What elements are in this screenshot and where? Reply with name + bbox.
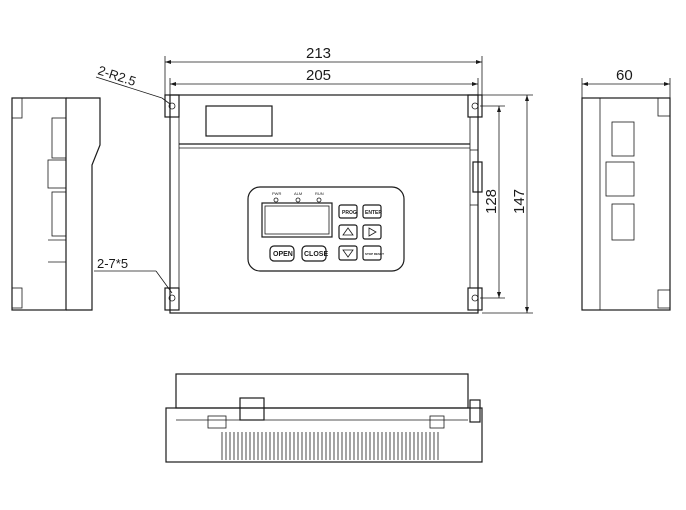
prog-button-label: PROG [342, 210, 357, 216]
right-side-corner-top [657, 97, 671, 117]
arrow-60-left [582, 82, 588, 86]
bottom-clip-left [207, 415, 227, 429]
up-arrow-icon [342, 227, 354, 236]
dim-147-label: 147 [511, 189, 528, 214]
bottom-clip-right [429, 415, 445, 429]
mount-hole-leader-tip [155, 270, 173, 294]
left-side-view [11, 97, 101, 311]
led-alm [295, 197, 301, 203]
keypad-panel: PWR ALM RUN PROG ENTER STOP RESET OPEN C… [247, 186, 405, 272]
dim-60-label: 60 [616, 67, 633, 84]
dim-205-label: 205 [306, 67, 331, 84]
radius-label: 2-R2.5 [96, 63, 138, 89]
bottom-view [165, 373, 483, 463]
front-view: PWR ALM RUN PROG ENTER STOP RESET OPEN C… [94, 45, 533, 314]
arrow-205-right [472, 82, 478, 86]
led-label-alm: ALM [294, 191, 302, 196]
right-arrow-icon [368, 227, 377, 237]
front-enclosure-outline [169, 94, 479, 314]
led-run [316, 197, 322, 203]
right-side-view: 60 [581, 67, 671, 311]
arrow-128-top [497, 106, 501, 112]
arrow-213-right [476, 60, 482, 64]
radius-leader [95, 76, 163, 99]
left-side-slot-2 [47, 159, 67, 189]
left-side-slot-1 [51, 117, 67, 159]
right-side-body [581, 97, 671, 311]
open-button[interactable] [269, 245, 295, 262]
close-button[interactable] [301, 245, 327, 262]
stop-reset-button[interactable] [362, 245, 382, 261]
mount-ear-top-right [467, 94, 483, 118]
left-side-slot-3 [51, 191, 67, 237]
bottom-main-shell [165, 407, 483, 463]
led-label-pwr: PWR [272, 191, 281, 196]
mount-hole-top-left [168, 102, 176, 110]
stop-reset-button-label: STOP RESET [365, 252, 384, 256]
lcd-inner [264, 205, 330, 235]
right-side-corner-bottom [657, 289, 671, 309]
keypad-outline [247, 186, 405, 272]
bottom-connector [239, 397, 265, 421]
heatsink-fins [221, 432, 439, 460]
prog-button[interactable] [338, 204, 358, 219]
right-side-connector-1 [611, 121, 635, 157]
mount-ear-bottom-right [467, 287, 483, 311]
label-window [205, 105, 273, 137]
lcd-display [261, 202, 333, 238]
right-side-connector-2 [605, 161, 635, 197]
left-side-profile [66, 97, 101, 311]
enter-button[interactable] [362, 204, 382, 219]
dim-128-label: 128 [483, 189, 500, 214]
left-side-corner-bottom [11, 287, 23, 309]
arrow-205-left [170, 82, 176, 86]
close-button-label: CLOSE [304, 251, 328, 258]
arrow-213-left [165, 60, 171, 64]
mount-ear-top-left [164, 94, 180, 118]
arrow-147-top [525, 95, 529, 101]
down-arrow-icon [342, 249, 354, 258]
mount-hole-label: 2-7*5 [97, 256, 128, 271]
side-connector [472, 161, 483, 193]
arrow-147-bottom [525, 307, 529, 313]
mount-hole-top-right [471, 102, 479, 110]
mount-ear-bottom-left [164, 287, 180, 311]
right-button[interactable] [362, 224, 382, 240]
mount-hole-bottom-right [471, 294, 479, 302]
up-button[interactable] [338, 224, 358, 240]
dim-213-label: 213 [306, 45, 331, 62]
arrow-128-bottom [497, 292, 501, 298]
bottom-top-shell [175, 373, 469, 409]
left-side-body [11, 97, 67, 311]
right-side-connector-3 [611, 203, 635, 241]
led-label-run: RUN [315, 191, 324, 196]
radius-leader-tip [161, 97, 171, 105]
led-pwr [273, 197, 279, 203]
down-button[interactable] [338, 245, 358, 261]
bottom-side-plug [469, 399, 481, 423]
left-side-corner-top [11, 97, 23, 119]
arrow-60-right [664, 82, 670, 86]
enter-button-label: ENTER [365, 210, 382, 216]
mount-hole-bottom-left [168, 294, 176, 302]
open-button-label: OPEN [273, 251, 293, 258]
